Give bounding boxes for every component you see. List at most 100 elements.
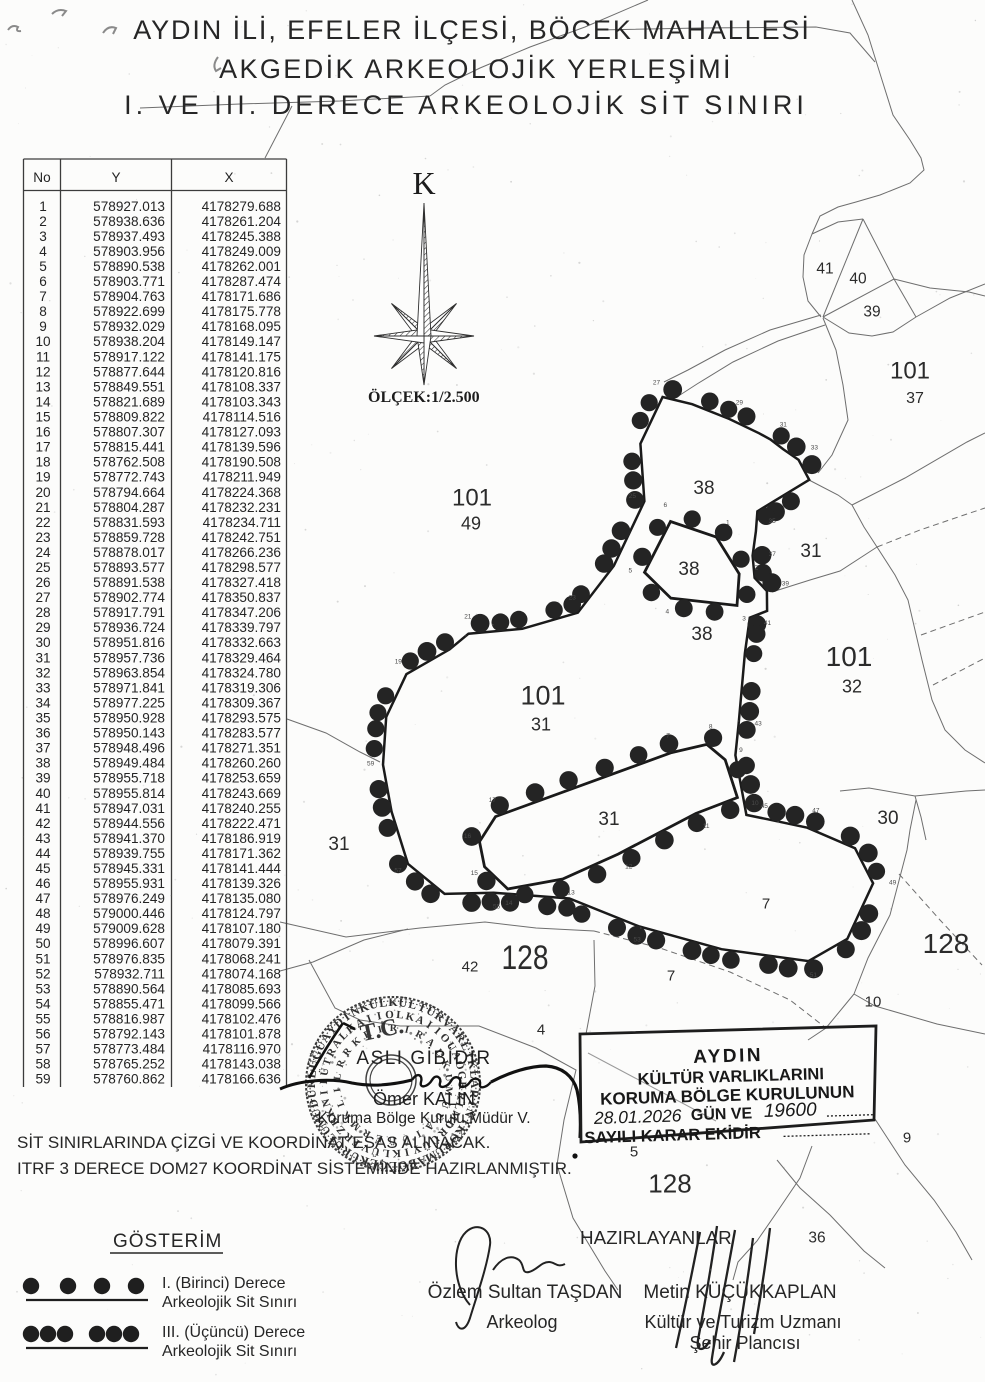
svg-text:578821.689: 578821.689 (93, 395, 165, 410)
svg-text:578917.122: 578917.122 (93, 349, 165, 364)
svg-text:578903.771: 578903.771 (93, 274, 165, 289)
svg-text:578904.763: 578904.763 (93, 289, 165, 304)
svg-text:41: 41 (764, 620, 772, 627)
svg-text:37: 37 (769, 551, 777, 558)
svg-text:20: 20 (35, 485, 51, 500)
svg-text:42: 42 (35, 816, 50, 831)
svg-text:16: 16 (464, 833, 472, 840)
svg-text:578917.791: 578917.791 (93, 605, 165, 620)
svg-text:49: 49 (461, 514, 481, 534)
svg-text:4178079.391: 4178079.391 (202, 936, 281, 951)
svg-text:8: 8 (709, 724, 713, 731)
svg-text:I: I (458, 1117, 473, 1128)
svg-text:B: B (407, 1156, 418, 1172)
svg-text:578922.699: 578922.699 (93, 304, 165, 319)
svg-text:578815.441: 578815.441 (93, 440, 165, 455)
svg-text:101: 101 (452, 485, 492, 512)
svg-text:35: 35 (769, 518, 777, 525)
svg-text:51: 51 (35, 951, 50, 966)
svg-text:36: 36 (808, 1230, 825, 1247)
svg-text:578948.496: 578948.496 (93, 741, 165, 756)
svg-text:33: 33 (35, 680, 50, 695)
svg-text:Özlem Sultan TAŞDAN: Özlem Sultan TAŞDAN (428, 1282, 623, 1303)
svg-text:578949.484: 578949.484 (93, 756, 165, 771)
svg-text:27: 27 (653, 379, 661, 386)
svg-text:I. VE III. DERECE ARKEOLOJİK S: I. VE III. DERECE ARKEOLOJİK SİT SINIRI (124, 89, 808, 120)
svg-text:21: 21 (464, 613, 472, 620)
svg-text:47: 47 (35, 891, 50, 906)
svg-text:4: 4 (537, 1021, 545, 1038)
svg-text:4178324.780: 4178324.780 (202, 665, 282, 680)
svg-text:4: 4 (666, 608, 670, 615)
svg-text:19600: 19600 (763, 1099, 817, 1122)
svg-text:4178319.306: 4178319.306 (202, 680, 281, 695)
svg-text:29: 29 (736, 399, 744, 406)
svg-text:34: 34 (35, 696, 51, 711)
svg-text:6: 6 (664, 502, 668, 509)
svg-text:4178171.686: 4178171.686 (202, 289, 281, 304)
svg-text:30: 30 (35, 635, 51, 650)
svg-text:578977.225: 578977.225 (93, 696, 165, 711)
svg-text:19: 19 (395, 658, 403, 665)
svg-text:578890.538: 578890.538 (93, 259, 165, 274)
svg-text:23: 23 (35, 530, 50, 545)
svg-text:578878.017: 578878.017 (93, 545, 165, 560)
svg-text:38: 38 (678, 559, 699, 580)
svg-text:10: 10 (35, 334, 51, 349)
svg-text:22: 22 (35, 515, 50, 530)
svg-text:4178141.175: 4178141.175 (202, 349, 281, 364)
svg-text:56: 56 (35, 1027, 50, 1042)
svg-text:36: 36 (35, 726, 50, 741)
svg-text:578816.987: 578816.987 (93, 1012, 165, 1027)
svg-text:D: D (306, 1097, 322, 1109)
svg-text:HAZIRLAYANLAR: HAZIRLAYANLAR (580, 1227, 732, 1248)
svg-text:38: 38 (691, 624, 712, 645)
svg-text:31: 31 (780, 421, 788, 428)
svg-text:I. (Birinci) Derece: I. (Birinci) Derece (162, 1275, 286, 1292)
svg-text:37: 37 (35, 741, 50, 756)
svg-text:15: 15 (35, 410, 50, 425)
svg-text:42: 42 (462, 958, 479, 975)
svg-text:5: 5 (629, 567, 633, 574)
svg-text:4178271.351: 4178271.351 (202, 741, 281, 756)
svg-text:M: M (442, 1086, 454, 1097)
svg-text:I: I (377, 1024, 383, 1036)
svg-text:1: 1 (39, 199, 47, 214)
svg-text:578957.736: 578957.736 (93, 650, 165, 665)
svg-text:30: 30 (877, 808, 898, 829)
svg-text:Ü: Ü (367, 997, 379, 1013)
svg-text:578955.931: 578955.931 (93, 876, 165, 891)
svg-text:E: E (368, 1156, 379, 1172)
svg-text:578877.644: 578877.644 (93, 364, 165, 379)
svg-text:28.01.2026: 28.01.2026 (593, 1105, 682, 1128)
svg-text:578947.031: 578947.031 (93, 801, 165, 816)
svg-text:50: 50 (35, 936, 51, 951)
svg-text:4178127.093: 4178127.093 (202, 425, 281, 440)
svg-text:55: 55 (493, 904, 501, 911)
svg-text:31: 31 (328, 834, 349, 855)
svg-text:L: L (382, 1146, 390, 1159)
svg-text:578976.835: 578976.835 (93, 951, 165, 966)
svg-text:Y: Y (111, 170, 120, 185)
svg-text:578773.484: 578773.484 (93, 1042, 165, 1057)
svg-text:T: T (321, 1056, 335, 1067)
svg-text:578936.724: 578936.724 (93, 620, 165, 635)
svg-text:K: K (404, 1010, 416, 1024)
svg-text:578849.551: 578849.551 (93, 379, 165, 394)
svg-text:4178279.688: 4178279.688 (202, 199, 281, 214)
svg-text:Ömer KALIN: Ömer KALIN (373, 1089, 475, 1109)
svg-text:Ü: Ü (398, 995, 409, 1010)
svg-text:4178114.516: 4178114.516 (203, 410, 281, 425)
svg-text:39: 39 (782, 580, 790, 587)
svg-text:21: 21 (35, 500, 50, 515)
svg-text:578890.564: 578890.564 (93, 981, 165, 996)
svg-text:18: 18 (35, 455, 50, 470)
svg-text:45: 45 (35, 861, 50, 876)
svg-text:7: 7 (39, 289, 47, 304)
svg-text:101: 101 (520, 681, 565, 711)
svg-text:4178347.206: 4178347.206 (202, 605, 281, 620)
svg-text:46: 46 (35, 876, 50, 891)
svg-text:4178101.878: 4178101.878 (202, 1027, 281, 1042)
svg-text:28: 28 (35, 605, 50, 620)
svg-text:578950.143: 578950.143 (93, 726, 165, 741)
